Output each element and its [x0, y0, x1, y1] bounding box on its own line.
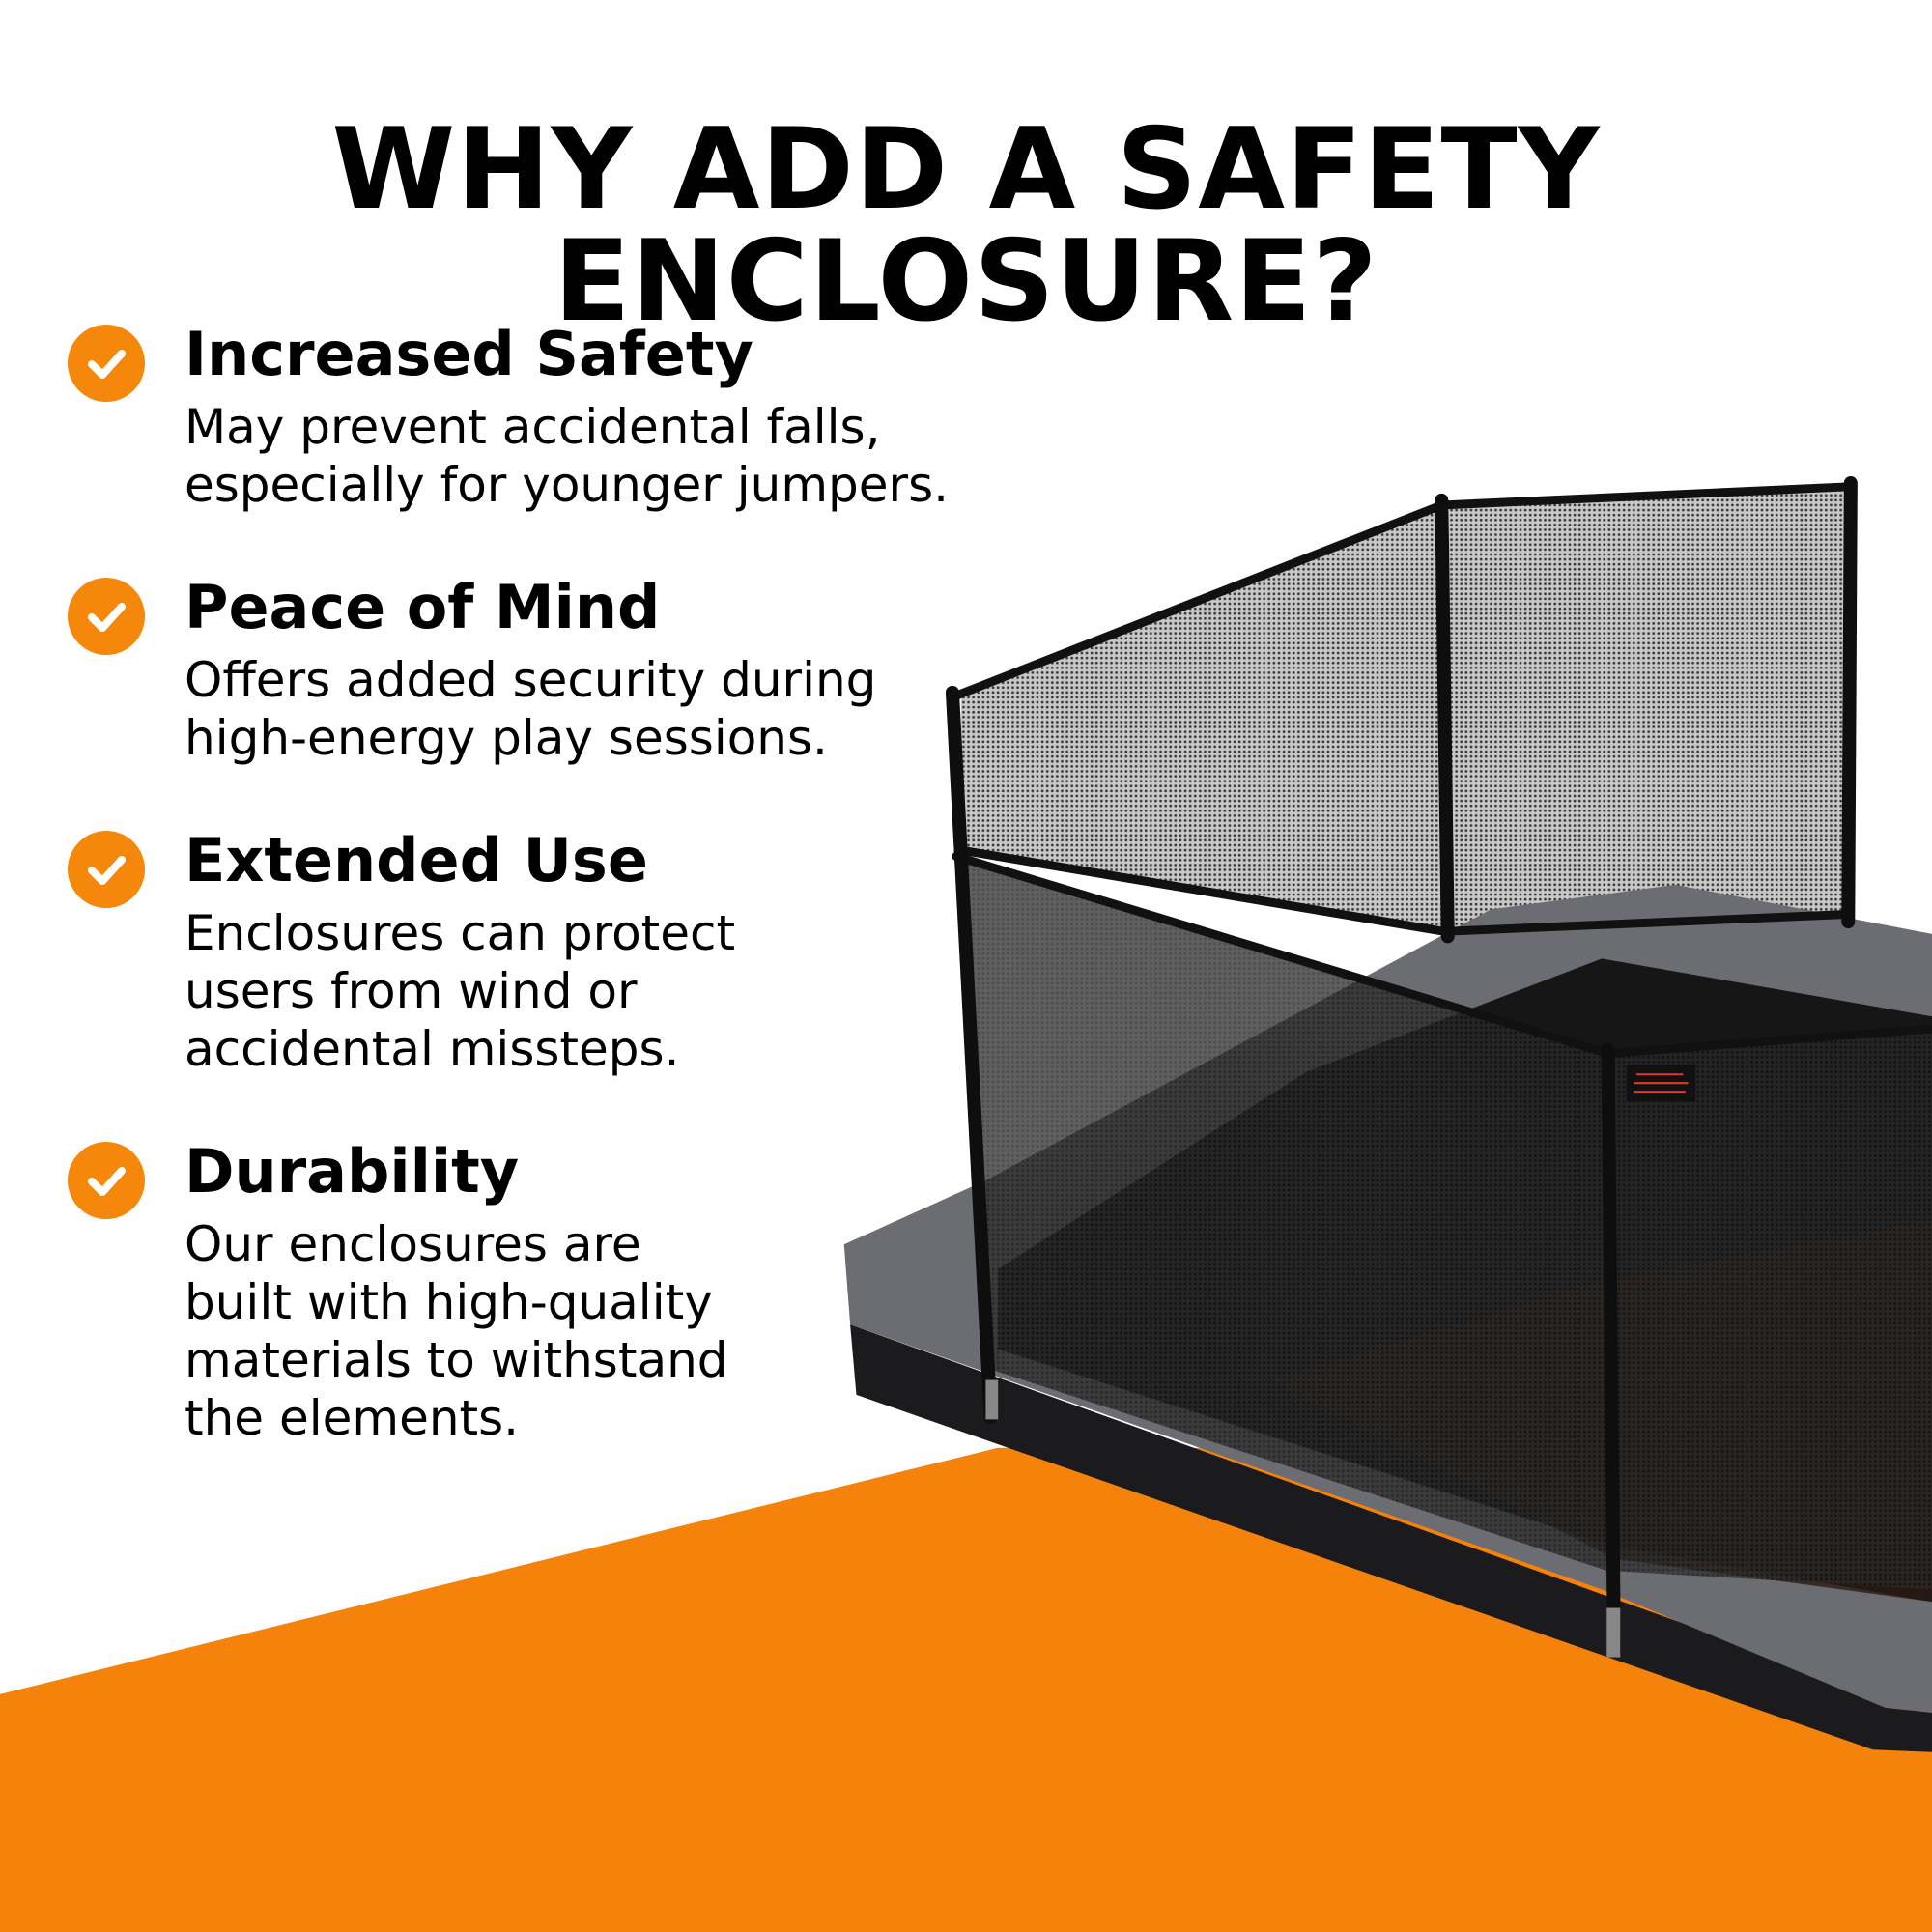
feature-title: Increased Safety — [185, 319, 753, 389]
check-circle-icon — [68, 831, 145, 908]
trampoline-side-skirt — [850, 1324, 1932, 1752]
check-circle-icon — [68, 325, 145, 402]
net-panel-back-right — [1449, 488, 1849, 932]
page-title: WHY ADD A SAFETY ENCLOSURE? — [331, 104, 1601, 347]
feature-description: Our enclosures are built with high-quali… — [185, 1216, 728, 1446]
feature-title: Extended Use — [185, 825, 648, 895]
feature-title: Durability — [185, 1136, 520, 1207]
feature-description: Enclosures can protect users from wind o… — [185, 905, 736, 1077]
feature-description: Offers added security during high-energy… — [185, 652, 877, 766]
net-panel-back-left — [960, 507, 1444, 932]
check-circle-icon — [68, 1142, 145, 1219]
feature-title: Peace of Mind — [185, 572, 661, 642]
net-panel-front-left — [955, 856, 1608, 1572]
feature-description: May prevent accidental falls, especially… — [185, 399, 950, 513]
net-panel-front-right — [1607, 1029, 1932, 1590]
check-circle-icon — [68, 578, 145, 655]
